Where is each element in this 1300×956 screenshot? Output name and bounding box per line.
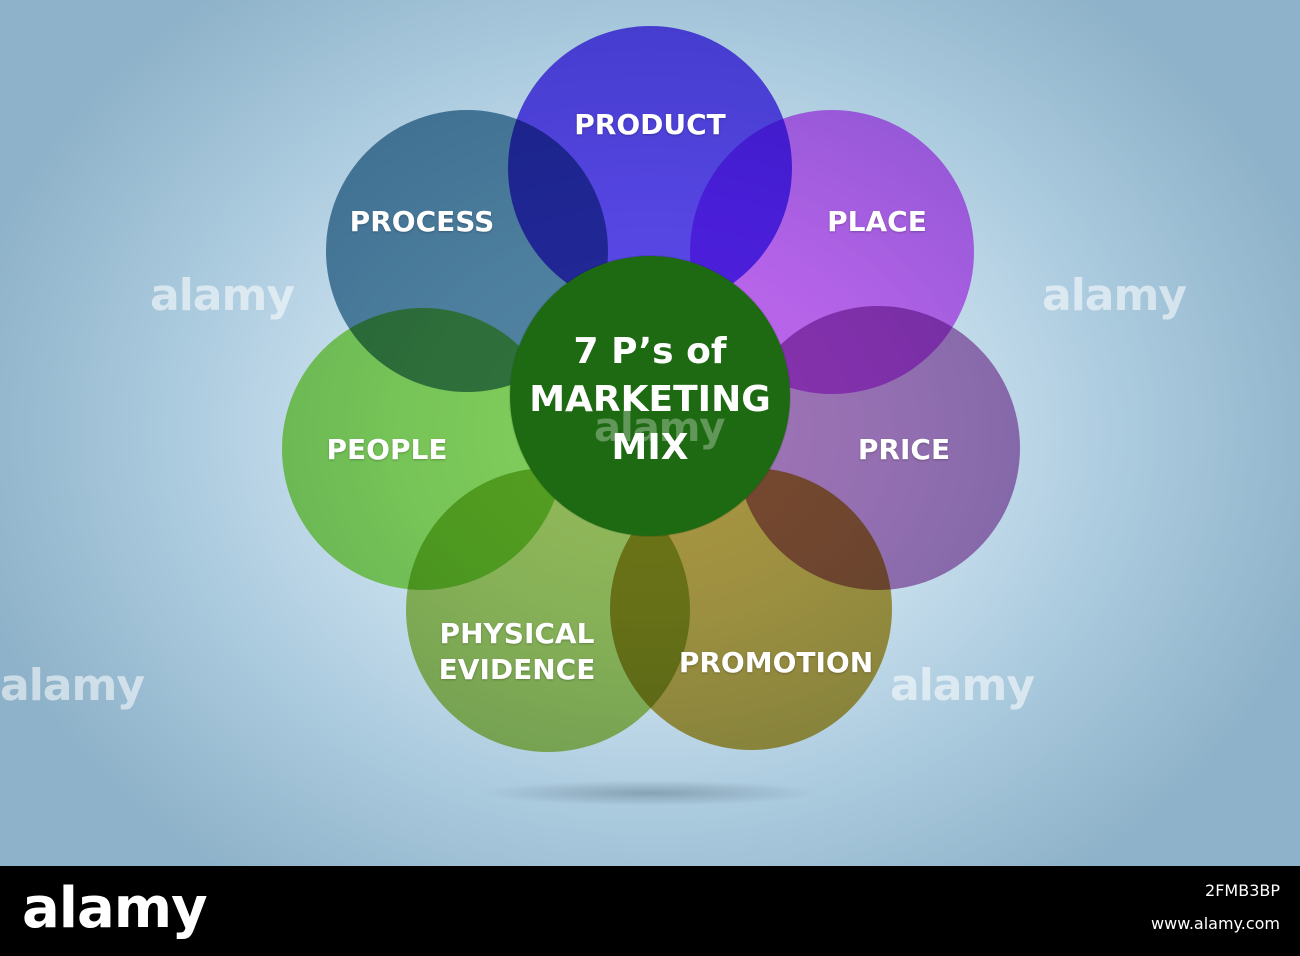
center-line-1: 7 P’s of [573,331,727,372]
label-promotion: PROMOTION [678,646,874,679]
watermark-bottom-left: alamy [0,660,145,711]
footer-logo: alamy [22,876,208,941]
diagram-canvas: PRODUCT PLACE PROCESS PEOPLE PRICE PROMO… [0,0,1300,866]
label-evidence: EVIDENCE [438,653,596,686]
label-price: PRICE [857,433,951,466]
center-line-3: MIX [611,427,689,468]
watermark-left: alamy [150,270,295,321]
label-process: PROCESS [349,205,495,238]
footer-bar: alamy 2FMB3BP www.alamy.com [0,866,1300,956]
label-physical: PHYSICAL [439,617,595,650]
floor-shadow [480,780,820,806]
watermark-bottom-right: alamy [890,660,1035,711]
label-product: PRODUCT [574,108,726,141]
label-physical-evidence: PHYSICAL EVIDENCE [439,616,596,688]
footer-site: www.alamy.com [1151,914,1280,933]
center-line-2: MARKETING [529,379,771,420]
watermark-center: alamy [594,405,725,451]
footer-image-id: 2FMB3BP [1205,881,1280,900]
watermark-right: alamy [1042,270,1187,321]
label-place: PLACE [827,205,927,238]
center-title: 7 P’s of MARKETING MIX [529,328,771,472]
center-circle [510,256,790,536]
label-people: PEOPLE [326,433,448,466]
